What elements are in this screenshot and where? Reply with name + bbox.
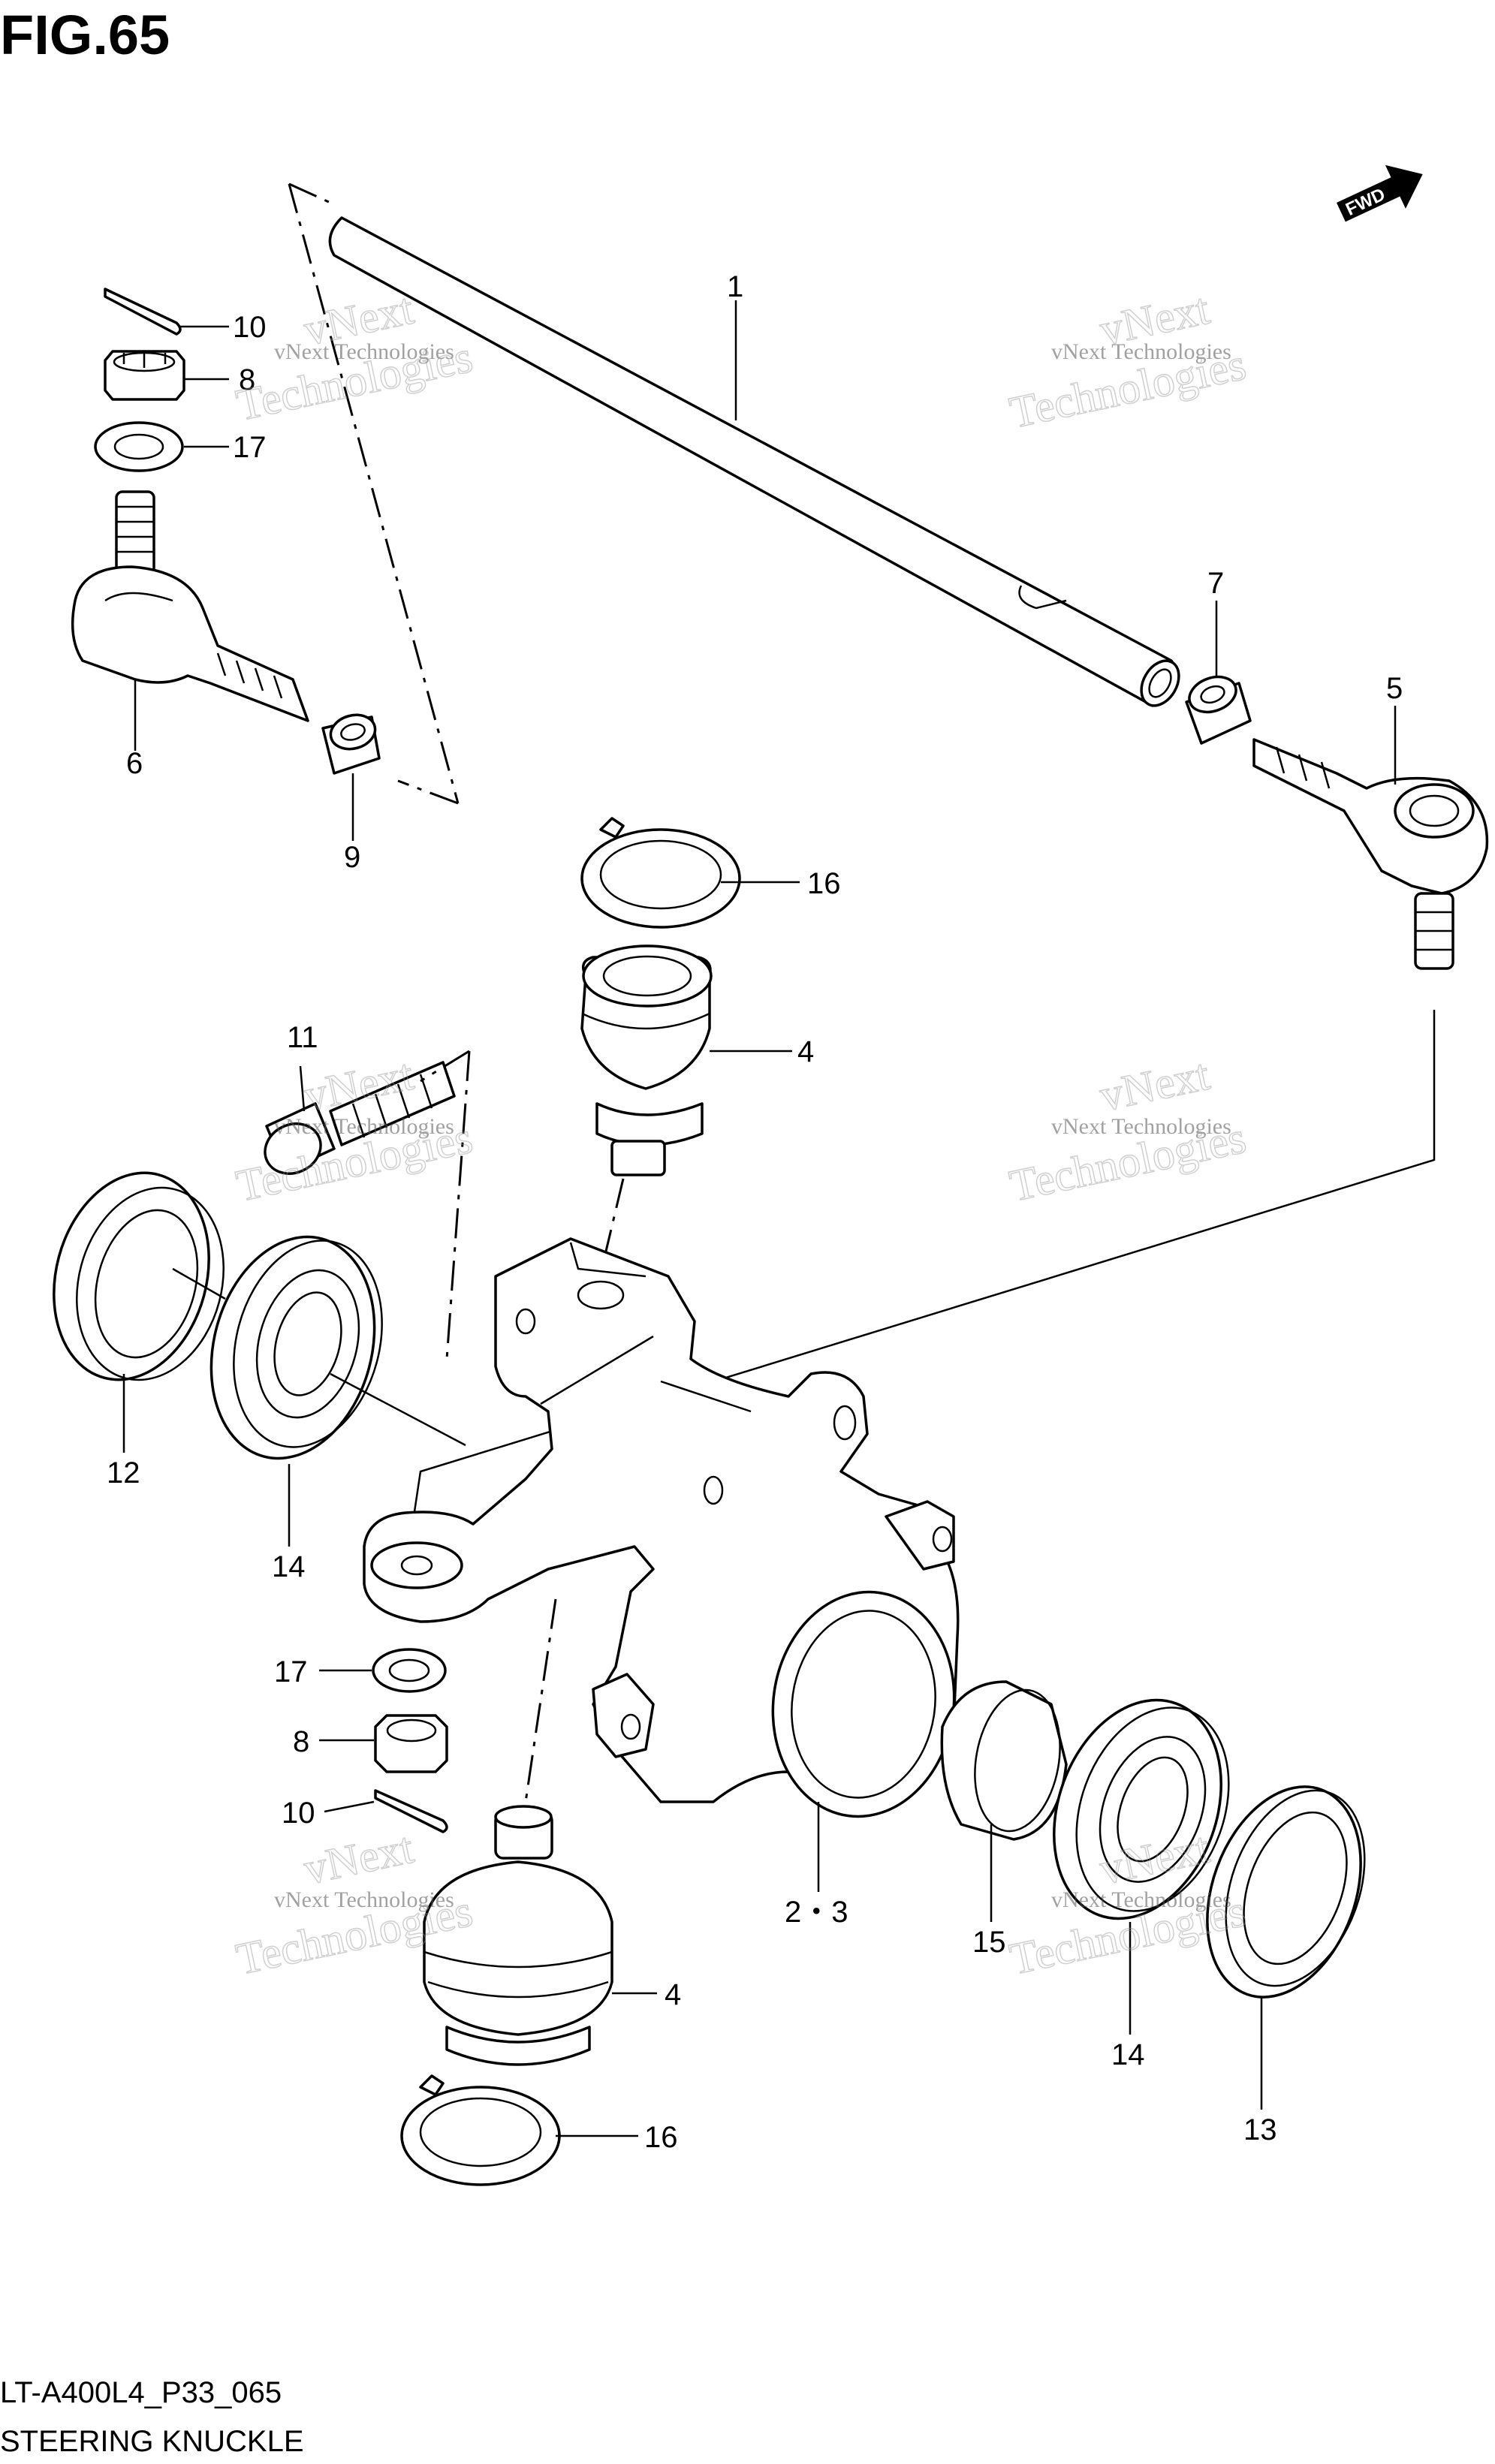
cotter-pin-lower (374, 1789, 448, 1833)
bolt-guide-line (420, 1050, 471, 1360)
ball-joint-upper (580, 944, 713, 1176)
svg-text:vNext: vNext (1096, 1050, 1213, 1121)
watermark-top-right: vNext Technologies vNext Technologies (1005, 283, 1250, 438)
snap-ring-upper (580, 817, 741, 929)
callout-4-upper: 4 (797, 1035, 814, 1068)
svg-text:vNext Technologies: vNext Technologies (1051, 1887, 1231, 1912)
bolt-11 (264, 1061, 456, 1175)
figure-code: LT-A400L4_P33_065 (0, 2376, 282, 2409)
callout-14-left: 14 (272, 1550, 306, 1583)
callout-12: 12 (107, 1456, 140, 1490)
callout-numbers: 10 8 17 1 7 5 6 9 16 4 11 12 14 17 8 10 … (107, 270, 1403, 2154)
callout-15: 15 (972, 1926, 1006, 1959)
guide-line-bearing (330, 1372, 466, 1447)
washer-upper (94, 421, 184, 472)
leader-lines (122, 300, 1397, 2137)
callout-16-upper: 16 (807, 867, 841, 900)
svg-text:vNext: vNext (300, 1823, 417, 1894)
washer-lower (372, 1648, 447, 1693)
tie-rod-end-right (1252, 738, 1489, 970)
svg-text:vNext Technologies: vNext Technologies (1051, 339, 1231, 364)
spacer-15 (940, 1680, 1068, 1841)
cotter-pin-upper (104, 288, 182, 336)
ball-joint-lower (423, 1805, 613, 2066)
snap-ring-lower (400, 2074, 561, 2186)
callout-14-right: 14 (1111, 2038, 1145, 2071)
oil-seal-13 (1206, 1785, 1366, 1999)
callout-2-3: 2・3 (785, 1896, 848, 1929)
svg-text:vNext Technologies: vNext Technologies (274, 1114, 454, 1139)
callout-7: 7 (1207, 567, 1224, 600)
callout-8-upper: 8 (239, 363, 255, 396)
callout-8-lower: 8 (293, 1725, 309, 1758)
svg-text:vNext Technologies: vNext Technologies (274, 339, 454, 364)
oil-seal-12 (53, 1171, 225, 1381)
guide-line-right (408, 1010, 1436, 1547)
bearing-14-left (209, 1235, 383, 1460)
guide-line-seal (172, 1267, 226, 1300)
figure-title: FIG.65 (0, 4, 170, 66)
castle-nut-lower (374, 1714, 448, 1773)
callout-17-upper: 17 (233, 431, 267, 464)
callout-1: 1 (727, 270, 743, 303)
fwd-arrow-icon: FWD (1337, 164, 1423, 222)
callout-13: 13 (1243, 2113, 1277, 2146)
steering-knuckle (363, 1237, 960, 1818)
svg-text:vNext Technologies: vNext Technologies (1051, 1114, 1231, 1139)
callout-5: 5 (1386, 672, 1403, 705)
castle-nut-upper (104, 350, 185, 401)
assembly-outline-left (288, 182, 460, 805)
callout-17-lower: 17 (274, 1655, 308, 1688)
bearing-14-right (1053, 1698, 1230, 1920)
callout-9: 9 (344, 841, 360, 874)
callout-6: 6 (126, 747, 143, 780)
callout-16-lower: 16 (644, 2121, 678, 2154)
callout-10-lower: 10 (282, 1797, 315, 1830)
tie-rod (328, 216, 1180, 707)
callout-10-upper: 10 (233, 311, 267, 344)
spacer-7 (1185, 675, 1252, 745)
tie-rod-end-left (71, 490, 309, 722)
callout-4-lower: 4 (665, 1978, 681, 2011)
svg-text:vNext Technologies: vNext Technologies (274, 1887, 454, 1912)
callout-11: 11 (287, 1021, 318, 1054)
balljoint-guide-lower (524, 1598, 557, 1803)
watermark-mid-right: vNext Technologies vNext Technologies (1005, 1049, 1250, 1212)
spacer-9 (321, 713, 381, 775)
figure-name: STEERING KNUCKLE (0, 2425, 304, 2458)
